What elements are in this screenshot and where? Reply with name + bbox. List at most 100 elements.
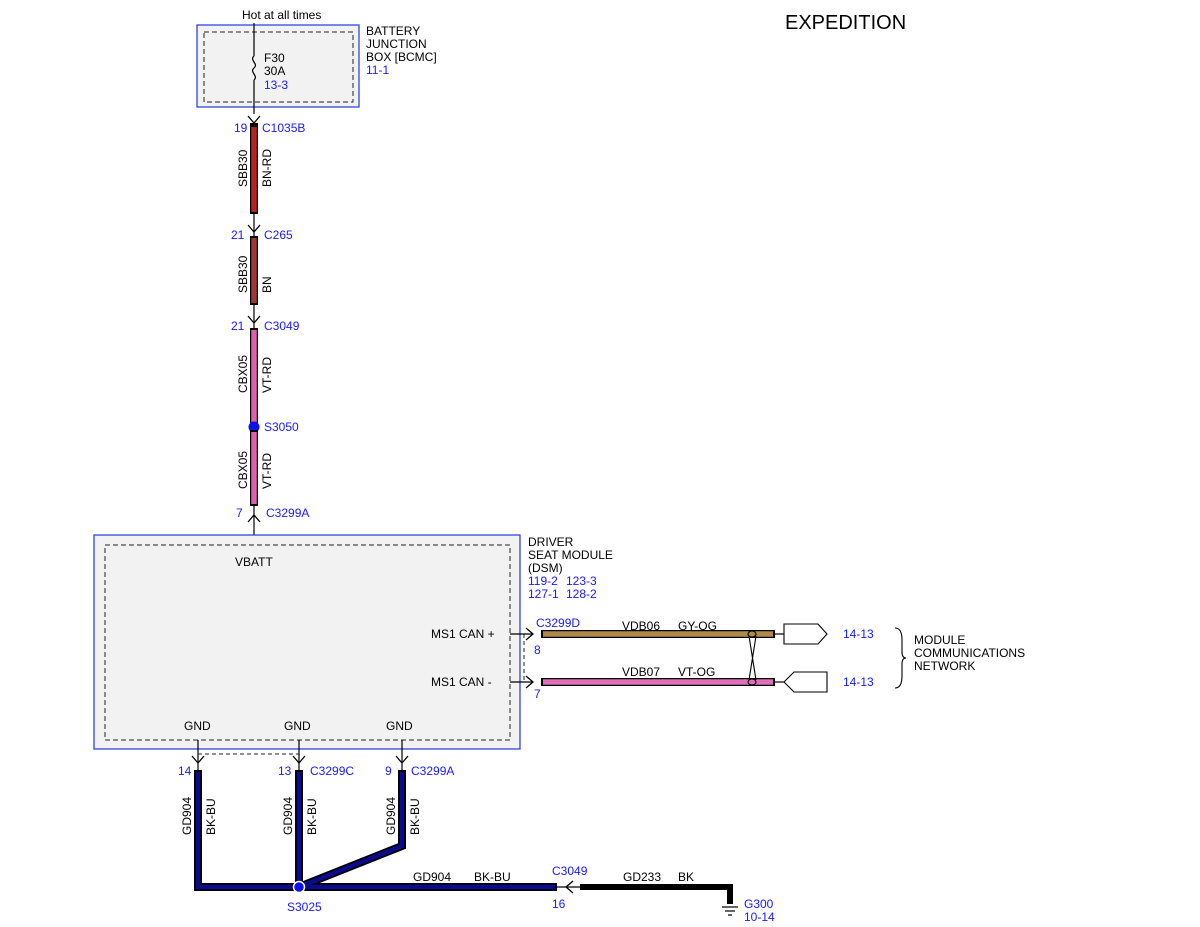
gnd-wire-2-circuit: GD904 <box>281 797 295 835</box>
splice-s3025: S3025 <box>287 880 322 914</box>
fuse-ref: 13-3 <box>264 78 288 92</box>
wire-seg4-color-code: VT-RD <box>260 453 274 489</box>
can-plus-arrow <box>525 627 534 641</box>
dsm-can-minus-label: MS1 CAN - <box>431 675 492 689</box>
splice-s3025-label: S3025 <box>287 900 322 914</box>
twist-line-b <box>748 635 757 681</box>
dsm-ref-4: 128-2 <box>566 587 597 601</box>
connector-c1035b-pin: 19 <box>234 121 248 135</box>
bjb-name-line-2: JUNCTION <box>366 37 427 51</box>
gnd-pin-stubs: 14 13 C3299C 9 C3299A <box>178 740 454 778</box>
network-minus-connector <box>783 671 828 693</box>
feed-label: Hot at all times <box>242 8 321 22</box>
connector-c3299a-top-name: C3299A <box>266 506 309 520</box>
fuse-f30-symbol <box>251 55 257 81</box>
connector-c3049-bottom-pin: 16 <box>552 897 566 911</box>
twisted-pair-symbol <box>747 630 757 686</box>
gnd-arrow-2 <box>292 755 306 764</box>
splice-s3050-dot <box>248 421 260 433</box>
network-name-line-2: COMMUNICATIONS <box>914 646 1025 660</box>
gnd-arrow-3 <box>395 755 409 764</box>
dsm-vbatt-label: VBATT <box>235 555 273 569</box>
connector-c1035b-arrow <box>247 115 261 124</box>
ground-g300: G300 10-14 <box>722 897 775 924</box>
can-plus-color-code: GY-OG <box>678 619 717 633</box>
network-minus-ref: 14-13 <box>843 675 874 689</box>
connector-c265-name: C265 <box>264 228 293 242</box>
connector-c3299d-pin-8: 8 <box>534 643 541 657</box>
dsm-ref-2: 123-3 <box>566 574 597 588</box>
can-plus-circuit: VDB06 <box>622 619 660 633</box>
dsm-gnd-label-3: GND <box>386 719 413 733</box>
wire-seg2-color-code: BN <box>260 276 274 293</box>
wire-cbx05-vt-rd-lower: CBX05 VT-RD <box>236 430 274 506</box>
network-name-line-3: NETWORK <box>914 659 975 673</box>
wire-seg3-color-code: VT-RD <box>260 357 274 393</box>
dsm-gnd-label-2: GND <box>284 719 311 733</box>
network-connectors: 14-13 14-13 MODULE COMMUNICATIONS NETWOR… <box>783 623 1025 693</box>
wire-seg1-circuit: SBB30 <box>236 149 250 187</box>
battery-junction-box: Hot at all times F30 30A 13-3 BATTERY JU… <box>196 8 437 114</box>
splice-s3025-dot <box>292 880 306 894</box>
dsm-ref-3: 127-1 <box>528 587 559 601</box>
bjb-name-line-3: BOX [BCMC] <box>366 50 437 64</box>
page-title: EXPEDITION <box>785 12 906 34</box>
wire-gd233-bk: GD233 BK <box>580 870 733 904</box>
gnd-main-color-code: BK-BU <box>474 870 511 884</box>
ground-name: G300 <box>744 897 774 911</box>
twist-bottom-loop <box>747 678 757 686</box>
dsm-outline <box>93 534 521 750</box>
wire-vdb06-gy-og: VDB06 GY-OG <box>510 619 784 641</box>
gnd-wire-3-color <box>298 772 405 890</box>
can-minus-arrow <box>525 675 534 689</box>
wire-vdb07-vt-og: VDB07 VT-OG <box>510 665 784 689</box>
wire-sbb30-bn-rd: SBB30 BN-RD <box>236 123 274 214</box>
dsm-inner-outline <box>104 544 511 741</box>
fuse-rating: 30A <box>264 64 285 78</box>
gnd-wire-3-color-code: BK-BU <box>408 798 422 835</box>
network-plus-connector <box>783 623 828 645</box>
wire-seg2-circuit: SBB30 <box>236 255 250 293</box>
network-name-line-1: MODULE <box>914 633 965 647</box>
can-minus-color-code: VT-OG <box>678 665 715 679</box>
gnd-arrow-1 <box>191 755 205 764</box>
connector-c3299d: C3299D 8 7 <box>523 616 580 701</box>
connector-c1035b-name: C1035B <box>262 121 305 135</box>
network-bracket <box>894 627 907 689</box>
gnd-wire-1-color <box>195 772 299 890</box>
wire-seg3-circuit: CBX05 <box>236 355 250 393</box>
wire-seg4-circuit: CBX05 <box>236 451 250 489</box>
gnd-pin-14: 14 <box>178 764 192 778</box>
wire-sbb30-bn: SBB30 BN <box>236 236 274 305</box>
gd233-color-code: BK <box>678 870 694 884</box>
dsm-ref-1: 119-2 <box>528 574 558 588</box>
dsm-can-plus-label: MS1 CAN + <box>431 627 495 641</box>
connector-c265-arrow <box>247 224 261 233</box>
ground-ref: 10-14 <box>744 910 775 924</box>
wire-cbx05-vt-rd-upper: CBX05 VT-RD <box>236 328 274 424</box>
dsm-name-line-1: DRIVER <box>528 535 574 549</box>
connector-c3049-bottom-arrow <box>565 880 574 894</box>
connector-c3299a-top-pin: 7 <box>236 506 243 520</box>
splice-s3050: S3050 <box>248 420 299 434</box>
bjb-name-line-1: BATTERY <box>366 24 420 38</box>
connector-c265: 21 C265 <box>231 214 293 242</box>
gnd-main-circuit: GD904 <box>413 870 451 884</box>
gd233-circuit: GD233 <box>623 870 661 884</box>
dsm-gnd-label-1: GND <box>184 719 211 733</box>
connector-c265-pin: 21 <box>231 228 245 242</box>
connector-c3049-top: 21 C3049 <box>231 305 300 333</box>
twist-top-loop <box>747 630 757 638</box>
bjb-inner-outline <box>203 31 354 103</box>
gnd-wire-3-circuit: GD904 <box>384 797 398 835</box>
connector-c3049-top-pin: 21 <box>231 319 245 333</box>
connector-c3299d-pin-7: 7 <box>534 687 541 701</box>
gnd-pin-13: 13 <box>278 764 292 778</box>
ground-harness: GD904 BK-BU GD904 BK-BU GD904 BK-BU GD90… <box>180 770 557 891</box>
connector-c3299d-name: C3299D <box>536 616 580 630</box>
can-minus-circuit: VDB07 <box>622 665 660 679</box>
connector-c3049-bottom: C3049 16 <box>552 864 588 911</box>
connector-c3299a-top-arrow <box>247 514 261 523</box>
splice-s3050-label: S3050 <box>264 420 299 434</box>
fuse-name: F30 <box>264 51 285 65</box>
